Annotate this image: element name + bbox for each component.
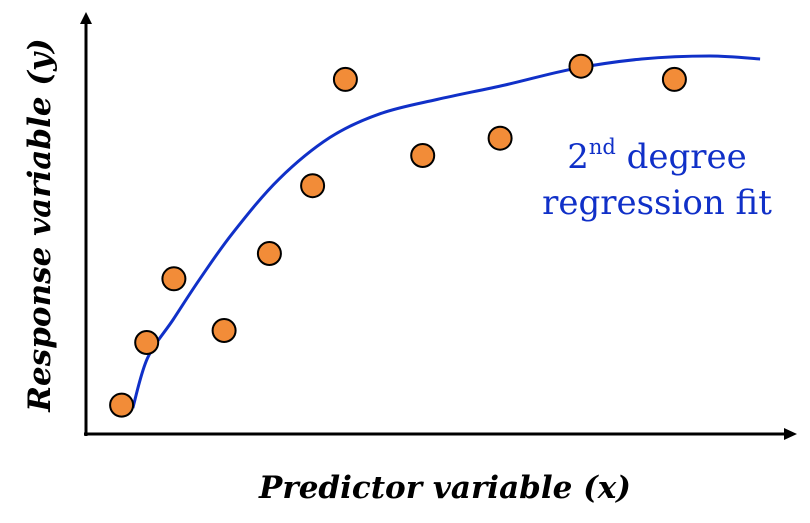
y-axis-title: Response variable (y) (22, 38, 58, 412)
fit-annotation-base: 2 (567, 137, 589, 177)
data-point-10 (568, 53, 594, 79)
x-axis-arrowhead (784, 428, 797, 440)
x-axis-title: Predictor variable (x) (258, 470, 631, 506)
regression-fit-curve (131, 54, 761, 409)
data-point-9 (487, 125, 513, 151)
y-axis-arrowhead (80, 12, 92, 24)
data-point-5 (256, 241, 282, 266)
data-points (109, 53, 687, 418)
fit-annotation-line-2: regression fit (542, 183, 772, 223)
axes (80, 12, 797, 440)
data-point-6 (300, 173, 326, 199)
fit-annotation-superscript: nd (589, 135, 616, 159)
data-point-11 (661, 66, 687, 92)
data-point-7 (332, 66, 358, 92)
fit-annotation-line-1: 2nd degree (567, 135, 747, 177)
data-point-1 (109, 392, 135, 418)
data-point-3 (161, 266, 187, 292)
fit-annotation-rest: degree (616, 137, 747, 177)
data-point-4 (211, 318, 237, 343)
data-point-8 (410, 143, 436, 168)
data-point-2 (134, 330, 160, 355)
